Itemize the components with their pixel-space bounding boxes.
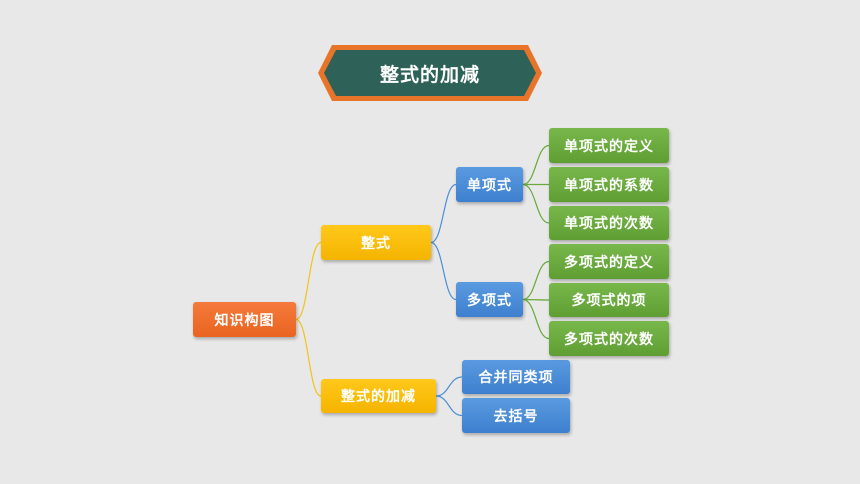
title-banner: 整式的加减 — [318, 45, 542, 101]
node-zhengshi-jiajian: 整式的加减 — [321, 379, 436, 413]
node-duo-dingyi: 多项式的定义 — [549, 244, 669, 279]
node-zhengshi: 整式 — [321, 225, 431, 260]
node-dan-dingyi: 单项式的定义 — [549, 128, 669, 163]
connector-zhengshi-duoxiangshi — [430, 241, 457, 301]
connector-danxiangshi-dan_cishu — [522, 183, 550, 224]
connector-root-zhengshi — [295, 241, 322, 321]
node-root: 知识构图 — [193, 302, 296, 337]
node-hebing-tongleixiang: 合并同类项 — [462, 360, 570, 394]
connector-zhengshi-danxiangshi — [430, 183, 457, 244]
connector-jiajian-hebing — [435, 376, 463, 397]
node-dan-xishu: 单项式的系数 — [549, 167, 669, 202]
node-duo-cishu: 多项式的次数 — [549, 321, 669, 356]
node-dan-cishu: 单项式的次数 — [549, 206, 669, 240]
page-title: 整式的加减 — [379, 63, 480, 86]
node-duoxiangshi: 多项式 — [456, 282, 523, 317]
node-qukuohao: 去括号 — [462, 398, 570, 433]
connector-danxiangshi-dan_dingyi — [522, 144, 550, 186]
node-danxiangshi: 单项式 — [456, 167, 523, 202]
node-duo-xiang: 多项式的项 — [549, 283, 669, 317]
title-hexagon-shape — [318, 45, 542, 101]
connector-duoxiangshi-duo_xiang — [522, 298, 550, 301]
connector-duoxiangshi-duo_cishu — [522, 298, 550, 340]
connector-jiajian-qukuohao — [435, 395, 463, 417]
connector-root-jiajian — [295, 318, 322, 397]
connector-duoxiangshi-duo_dingyi — [522, 260, 550, 301]
